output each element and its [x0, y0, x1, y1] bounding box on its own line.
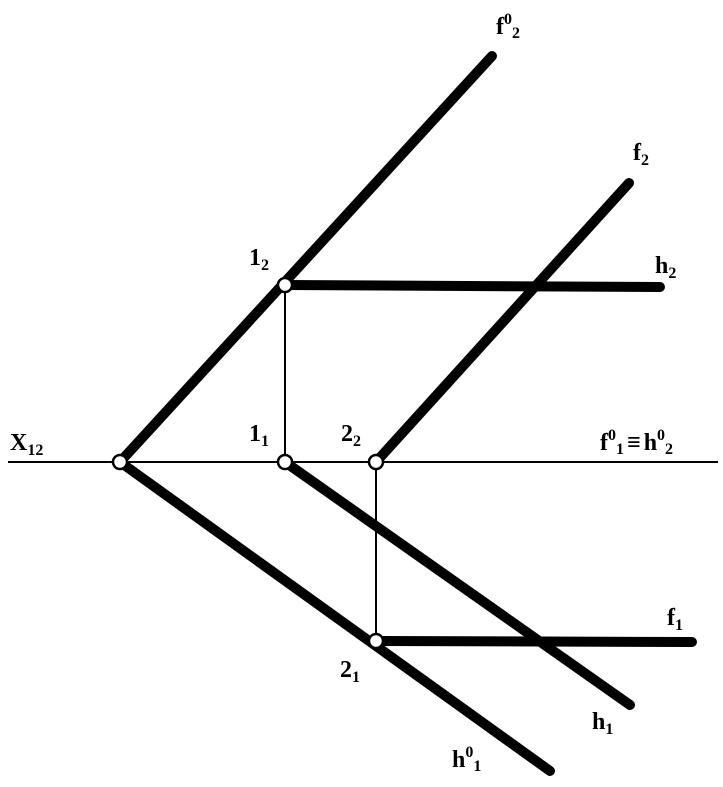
label-h2: h2 [655, 253, 676, 282]
point-2-2 [367, 453, 385, 471]
point-1-1 [276, 453, 294, 471]
point-x-vertex [111, 453, 129, 471]
point-1-2 [276, 276, 294, 294]
label-h1: h1 [592, 709, 613, 738]
label-point-2-2: 22 [341, 421, 361, 450]
line-h2 [280, 280, 665, 292]
label-point-2-1: 21 [340, 657, 360, 686]
label-point-1-1: 11 [249, 421, 269, 450]
trace-f0-2 [115, 51, 497, 467]
label-x12: X12 [10, 430, 43, 459]
label-point-1-2: 12 [249, 245, 269, 274]
label-f2: f2 [633, 140, 649, 169]
line-f1 [371, 636, 697, 647]
label-f1: f1 [667, 605, 683, 634]
trace-h0-1 [115, 457, 555, 776]
line-f2 [371, 178, 634, 467]
label-f0-2: f02 [496, 11, 520, 42]
label-h0-1: h01 [452, 744, 481, 775]
line-h1 [280, 457, 635, 710]
label-trace-equivalence: f01≡h02 [600, 427, 673, 458]
point-2-1 [367, 632, 385, 650]
